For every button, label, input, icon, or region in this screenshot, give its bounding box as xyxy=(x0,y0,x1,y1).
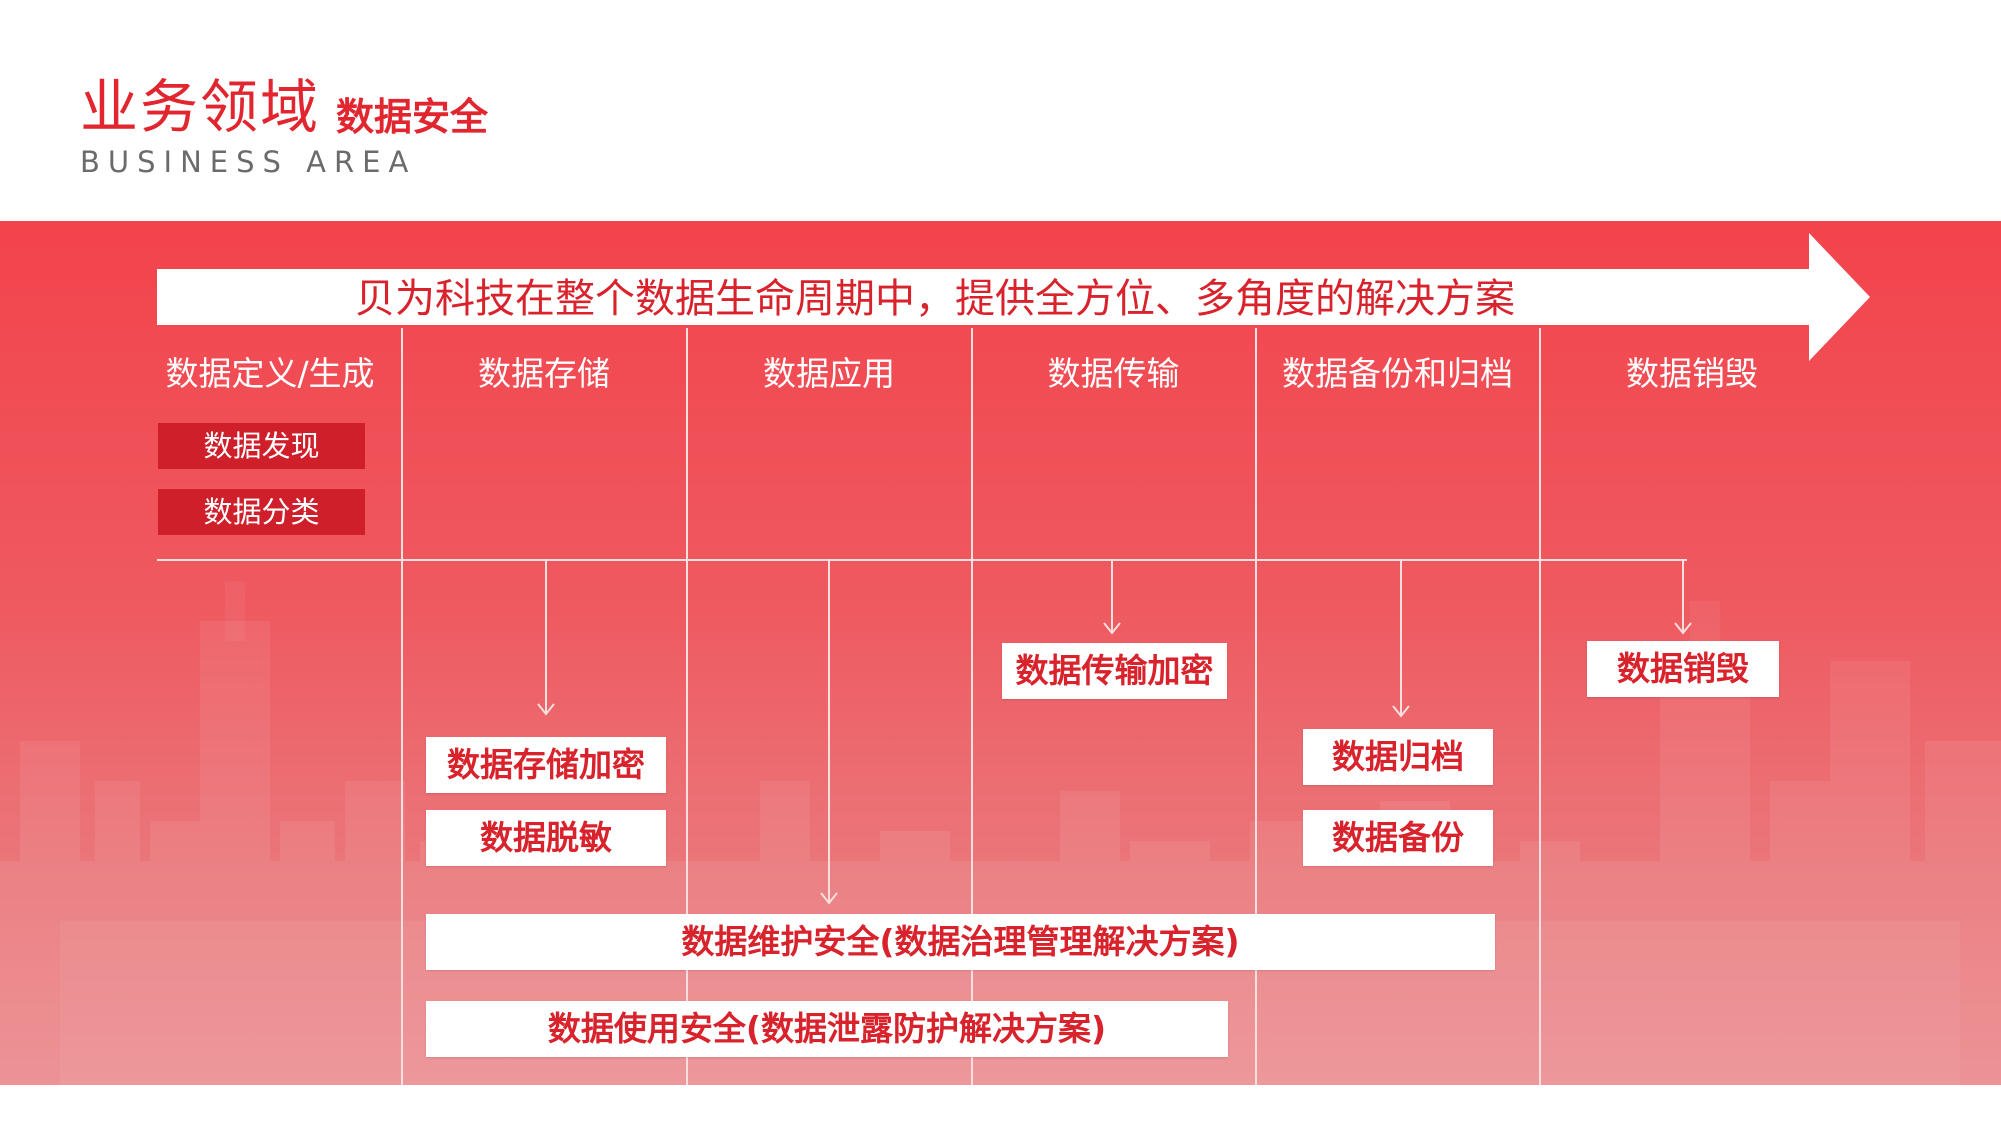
lifecycle-banner: 贝为科技在整个数据生命周期中，提供全方位、多角度的解决方案 数据定义/生成 数据… xyxy=(0,221,2001,1085)
distribution-line xyxy=(157,559,1687,561)
column-divider xyxy=(1539,328,1541,1085)
solution-usage-security: 数据使用安全(数据泄露防护解决方案) xyxy=(426,1001,1228,1057)
solution-maintenance-security: 数据维护安全(数据治理管理解决方案) xyxy=(426,914,1495,970)
connector-arrows xyxy=(537,561,1692,905)
solution-data-destruction: 数据销毁 xyxy=(1587,641,1779,697)
column-divider xyxy=(686,328,688,1085)
column-divider xyxy=(401,328,403,1085)
phase-backup-archive: 数据备份和归档 xyxy=(1282,354,1513,393)
solution-data-archive: 数据归档 xyxy=(1303,729,1493,785)
solution-transfer-encryption: 数据传输加密 xyxy=(1002,643,1227,699)
tag-data-classification: 数据分类 xyxy=(158,489,365,535)
phase-storage: 数据存储 xyxy=(478,354,610,393)
lifecycle-arrow xyxy=(157,233,1870,361)
phase-destruction: 数据销毁 xyxy=(1626,354,1758,393)
page-subtitle: 数据安全 xyxy=(336,95,489,139)
lifecycle-statement: 贝为科技在整个数据生命周期中，提供全方位、多角度的解决方案 xyxy=(355,276,1515,322)
solution-storage-encryption: 数据存储加密 xyxy=(426,737,666,793)
page-title: 业务领域 xyxy=(80,73,321,141)
column-divider xyxy=(1255,328,1257,1085)
column-divider xyxy=(971,328,973,1085)
tag-data-discovery: 数据发现 xyxy=(158,423,365,469)
phase-generation: 数据定义/生成 xyxy=(165,354,375,393)
phase-transfer: 数据传输 xyxy=(1047,354,1180,393)
solution-data-masking: 数据脱敏 xyxy=(426,810,666,866)
phase-application: 数据应用 xyxy=(763,354,895,393)
page-title-english: BUSINESS AREA xyxy=(80,145,417,179)
solution-data-backup: 数据备份 xyxy=(1303,810,1493,866)
